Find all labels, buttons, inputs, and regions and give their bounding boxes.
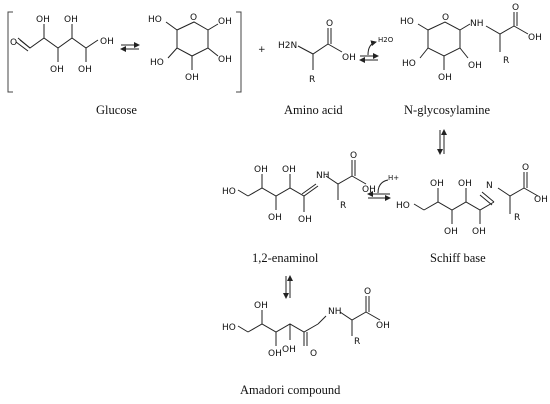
svg-text:R: R — [503, 56, 509, 66]
svg-text:OH: OH — [376, 321, 390, 331]
svg-text:N: N — [486, 181, 493, 191]
svg-text:R: R — [340, 201, 346, 211]
left-bracket — [7, 11, 13, 93]
svg-text:HO: HO — [222, 323, 236, 333]
svg-text:OH: OH — [64, 15, 78, 25]
enaminol-caption: 1,2-enaminol — [252, 251, 319, 265]
n-glycosylamine-structure: HO O NH O OH R OH OH HO N-glycosylamine — [400, 3, 542, 117]
svg-text:OH: OH — [218, 17, 232, 27]
svg-text:OH: OH — [254, 301, 268, 311]
amino-acid-structure: H2N O OH R Amino acid — [278, 19, 356, 117]
svg-text:HO: HO — [396, 201, 410, 211]
svg-text:OH: OH — [282, 165, 296, 175]
acid-label: H+ — [388, 174, 399, 182]
glucose-structure: O OH OH OH OH OH HO O OH OH OH HO Gl — [7, 11, 242, 117]
svg-text:O: O — [522, 163, 529, 173]
svg-text:OH: OH — [444, 227, 458, 237]
svg-text:NH: NH — [316, 171, 330, 181]
svg-text:OH: OH — [50, 65, 64, 75]
svg-text:OH: OH — [438, 73, 452, 83]
svg-text:OH: OH — [430, 179, 444, 189]
svg-text:HO: HO — [148, 15, 162, 25]
svg-text:HO: HO — [400, 17, 414, 27]
svg-text:OH: OH — [100, 37, 114, 47]
amino-acid-caption: Amino acid — [284, 103, 343, 117]
svg-text:OH: OH — [528, 33, 542, 43]
svg-text:OH: OH — [458, 179, 472, 189]
svg-text:OH: OH — [36, 15, 50, 25]
svg-text:OH: OH — [268, 213, 282, 223]
ring-oxygen: O — [190, 13, 197, 23]
amadori-caption: Amadori compound — [240, 383, 341, 397]
svg-text:OH: OH — [472, 227, 486, 237]
svg-text:OH: OH — [362, 185, 376, 195]
schiff-base-structure: HO OH OH N O OH R OH OH Schiff base — [396, 163, 548, 265]
ring-glucose: HO O OH OH OH HO — [148, 13, 232, 83]
svg-text:O: O — [326, 19, 333, 29]
svg-text:OH: OH — [254, 165, 268, 175]
svg-text:OH: OH — [282, 345, 296, 355]
svg-text:O: O — [364, 287, 371, 297]
water-loss-arrows: H2O — [359, 36, 394, 63]
acid-catalysis-arrows: H+ — [367, 174, 399, 201]
svg-text:OH: OH — [342, 53, 356, 63]
svg-text:OH: OH — [534, 195, 548, 205]
water-label: H2O — [378, 36, 394, 44]
aldehyde-oxygen: O — [10, 38, 17, 48]
svg-text:OH: OH — [185, 73, 199, 83]
plus-sign: + — [258, 45, 266, 55]
svg-text:OH: OH — [218, 55, 232, 65]
ketone-oxygen: O — [310, 349, 317, 359]
svg-text:O: O — [512, 3, 519, 13]
right-bracket — [236, 11, 242, 93]
enaminol-structure: HO OH OH NH O OH R OH OH 1,2-enaminol — [222, 151, 376, 265]
svg-text:HO: HO — [150, 58, 164, 68]
svg-text:O: O — [350, 151, 357, 161]
svg-text:OH: OH — [298, 215, 312, 225]
svg-text:O: O — [442, 13, 449, 23]
glucose-equilibrium-arrows — [120, 42, 140, 52]
svg-text:R: R — [514, 213, 520, 223]
svg-text:OH: OH — [268, 349, 282, 359]
svg-text:OH: OH — [468, 61, 482, 71]
schiff-base-caption: Schiff base — [430, 251, 486, 265]
glucose-caption: Glucose — [96, 103, 137, 117]
open-chain-glucose: O OH OH OH OH OH — [10, 15, 114, 75]
svg-text:OH: OH — [78, 65, 92, 75]
svg-text:HO: HO — [402, 59, 416, 69]
svg-text:HO: HO — [222, 187, 236, 197]
svg-text:H2N: H2N — [278, 41, 297, 51]
svg-text:NH: NH — [470, 19, 484, 29]
amadori-structure: HO OH NH O OH R OH OH O Amadori compound — [222, 287, 390, 397]
enaminol-amadori-equilibrium — [283, 275, 293, 299]
svg-text:R: R — [309, 75, 315, 85]
svg-text:NH: NH — [328, 307, 342, 317]
glycosylamine-schiff-equilibrium — [437, 129, 447, 155]
n-glycosylamine-caption: N-glycosylamine — [404, 103, 491, 117]
svg-text:R: R — [354, 337, 360, 347]
